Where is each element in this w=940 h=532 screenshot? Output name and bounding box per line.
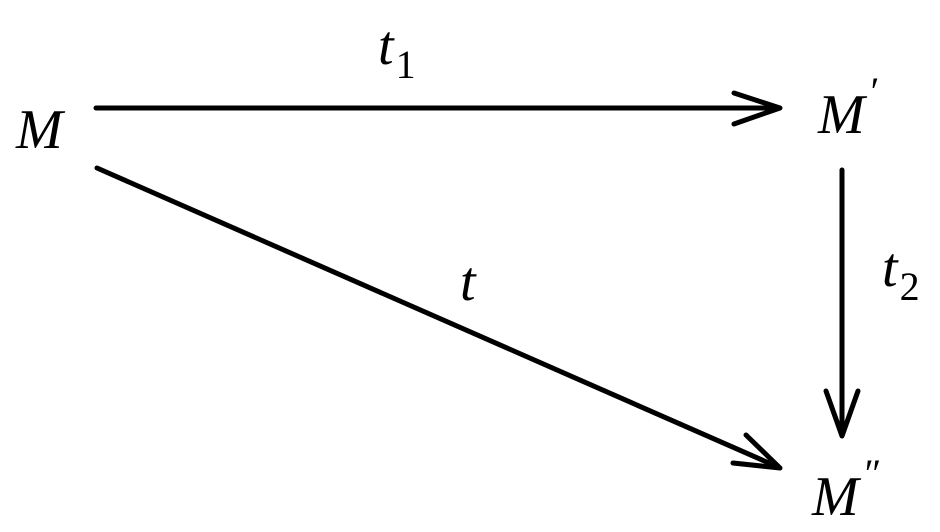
edge-t2-arrowhead	[823, 388, 861, 439]
node-m-prime-base: M	[817, 84, 868, 146]
node-m-double-prime: M″	[811, 451, 881, 528]
node-m-double-prime-mark: ″	[865, 451, 882, 496]
edge-t1-label: t1	[378, 15, 416, 87]
edge-t2-label: t2	[882, 237, 920, 309]
edge-t-label-base: t	[460, 251, 477, 313]
edge-t2-label-subscript: 2	[900, 264, 920, 309]
edge-t-line	[94, 165, 781, 470]
edge-t1-arrowhead	[731, 90, 783, 127]
node-m-prime: M′	[817, 69, 879, 146]
edge-t2-label-base: t	[882, 237, 899, 299]
node-m-prime-mark: ′	[871, 69, 880, 114]
node-m-base: M	[15, 99, 66, 161]
edge-t-label: t	[460, 251, 477, 313]
node-m: M	[15, 99, 66, 161]
edge-t-arrowhead	[730, 432, 783, 471]
edge-t-arrow	[94, 165, 783, 471]
edge-t1-label-base: t	[378, 15, 395, 77]
node-m-double-prime-base: M	[811, 466, 862, 528]
edge-t1-arrow	[93, 90, 783, 127]
edge-t2-arrow	[823, 167, 861, 439]
edge-t1-label-subscript: 1	[396, 42, 416, 87]
